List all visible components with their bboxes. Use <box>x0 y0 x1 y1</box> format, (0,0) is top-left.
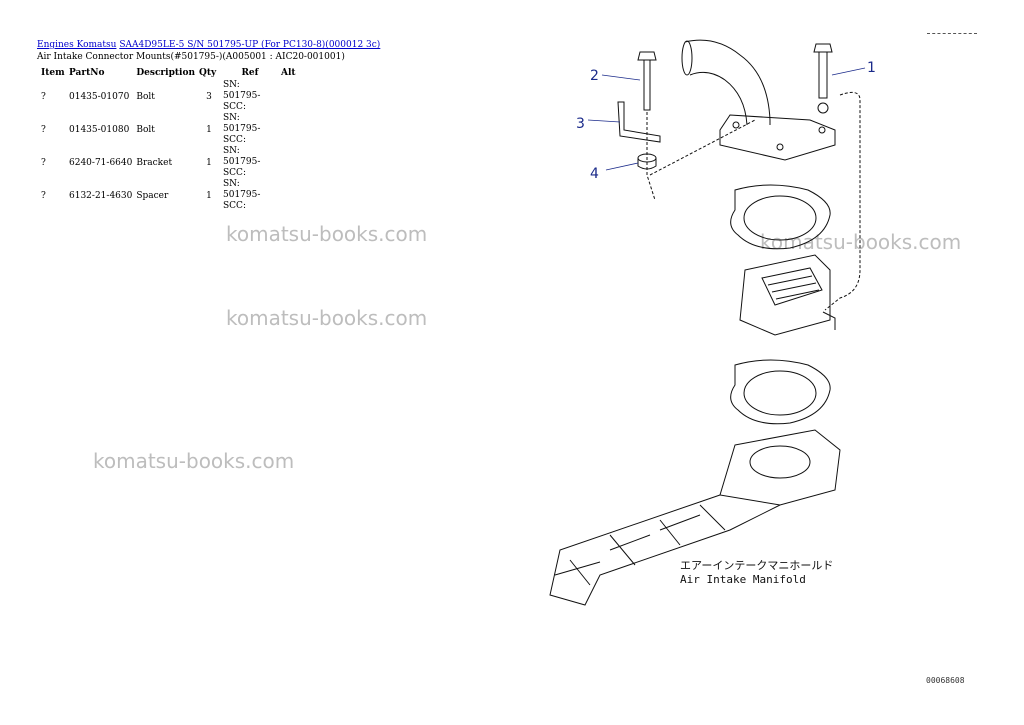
table-header-row: Item PartNo Description Qty Ref Alt <box>37 66 313 80</box>
cell-alt <box>279 146 313 179</box>
leader-line <box>587 119 621 123</box>
watermark: komatsu-books.com <box>226 306 428 330</box>
gasket-drawing <box>730 359 831 425</box>
cell-item: ? <box>41 124 46 135</box>
cell-qty: 1 <box>206 124 212 135</box>
cell-partno: 6240-71-6640 <box>69 157 133 168</box>
cell-description: Bolt <box>136 91 155 102</box>
header-alt: Alt <box>281 68 296 78</box>
watermark: komatsu-books.com <box>93 449 295 473</box>
heater-body-drawing <box>739 254 836 336</box>
cell-partno: 01435-01080 <box>69 124 130 135</box>
spacer-4-drawing <box>637 153 657 170</box>
watermark: komatsu-books.com <box>226 222 428 246</box>
bolt-1-drawing <box>813 43 861 311</box>
bracket-3-drawing <box>617 101 661 143</box>
corner-dash-mark <box>927 33 977 34</box>
header-ref: Ref <box>241 67 259 78</box>
cell-description: Spacer <box>136 190 169 201</box>
cell-item: ? <box>41 91 46 102</box>
parts-diagram: エアーインテークマニホールド Air Intake Manifold 1 2 3… <box>549 39 876 606</box>
callout-2: 2 <box>590 68 599 84</box>
table-row: ? 01435-01080 Bolt 1 SN: 501795-SCC: <box>37 113 313 146</box>
cell-alt <box>279 80 313 113</box>
bolt-2-drawing <box>637 51 657 201</box>
watermark: komatsu-books.com <box>760 230 962 254</box>
cell-item: ? <box>41 190 46 201</box>
breadcrumb: Engines Komatsu SAA4D95LE-5 S/N 501795-U… <box>37 40 380 50</box>
header-item: Item <box>41 68 65 78</box>
cell-qty: 3 <box>206 91 212 102</box>
callout-1: 1 <box>867 60 876 76</box>
leader-line <box>605 162 639 171</box>
cell-ref: SN: 501795-SCC: <box>223 80 261 112</box>
cell-partno: 01435-01070 <box>69 91 130 102</box>
header-description: Description <box>136 68 195 78</box>
cell-alt <box>279 113 313 146</box>
cell-qty: 1 <box>206 190 212 201</box>
cell-description: Bolt <box>136 124 155 135</box>
leader-line <box>831 67 866 76</box>
cell-description: Bracket <box>136 157 173 168</box>
table-row: ? 6240-71-6640 Bracket 1 SN: 501795-SCC: <box>37 146 313 179</box>
breadcrumb-link-model[interactable]: SAA4D95LE-5 S/N 501795-UP (For PC130-8)(… <box>119 40 381 50</box>
leader-line <box>601 74 641 81</box>
cell-ref: SN: 501795-SCC: <box>223 146 261 178</box>
cell-partno: 6132-21-4630 <box>69 190 133 201</box>
table-row: ? 6132-21-4630 Spacer 1 SN: 501795-SCC: <box>37 179 313 212</box>
table-row: ? 01435-01070 Bolt 3 SN: 501795-SCC: <box>37 80 313 113</box>
cell-ref: SN: 501795-SCC: <box>223 179 261 211</box>
cell-qty: 1 <box>206 157 212 168</box>
header-partno: PartNo <box>69 68 105 78</box>
dashed-line <box>649 119 756 176</box>
cell-ref: SN: 501795-SCC: <box>223 113 261 145</box>
elbow-pipe-drawing <box>681 39 836 161</box>
gasket-drawing <box>730 184 831 250</box>
diagram-code: 00068608 <box>926 676 965 685</box>
header-qty: Qty <box>199 68 217 78</box>
diagram-label-jp: エアーインテークマニホールド <box>680 559 833 572</box>
cell-item: ? <box>41 157 46 168</box>
callout-3: 3 <box>576 116 585 132</box>
diagram-label-en: Air Intake Manifold <box>680 573 806 586</box>
intake-manifold-drawing <box>549 429 841 606</box>
parts-table: Item PartNo Description Qty Ref Alt ? 01… <box>37 66 313 212</box>
cell-alt <box>279 179 313 212</box>
callout-4: 4 <box>590 166 599 182</box>
breadcrumb-link-engines[interactable]: Engines Komatsu <box>37 40 117 50</box>
page-title: Air Intake Connector Mounts(#501795-)(A0… <box>37 52 345 62</box>
